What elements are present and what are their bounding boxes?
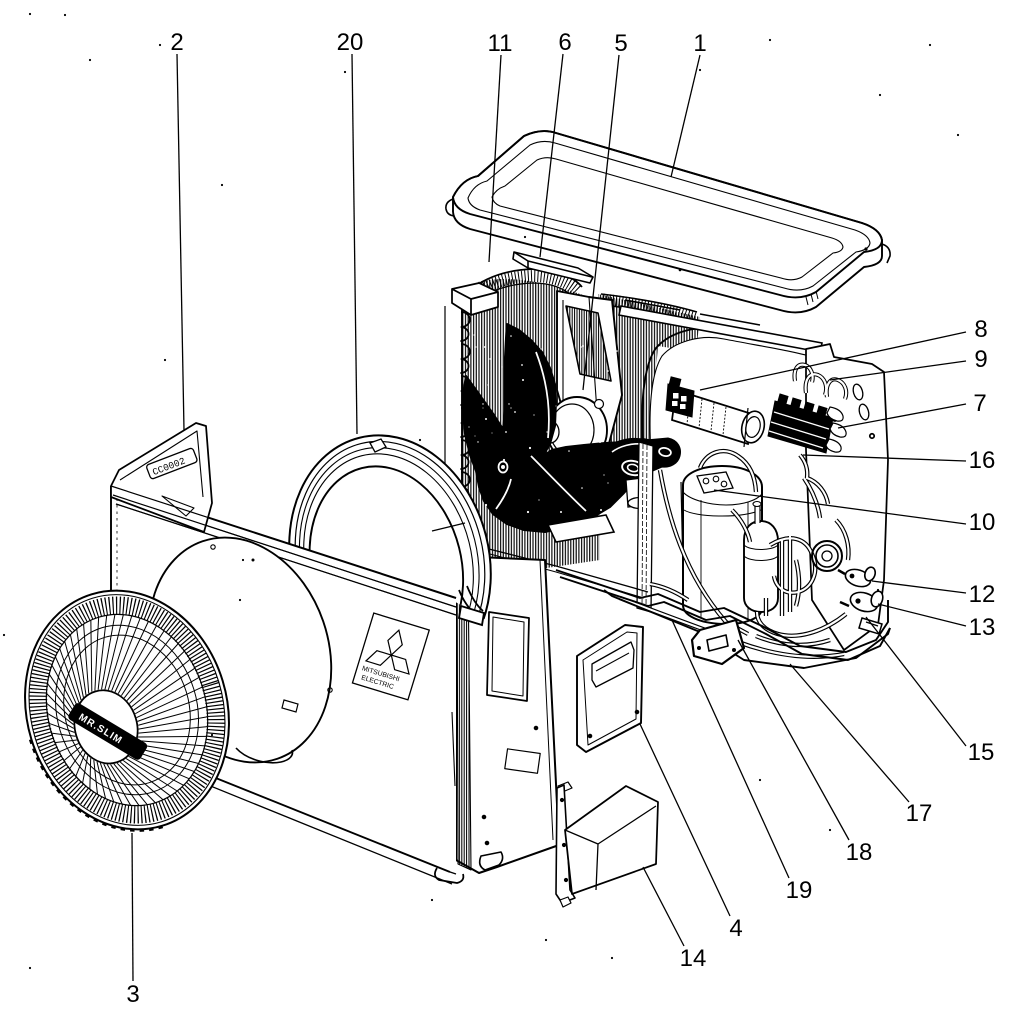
svg-text:2: 2 — [170, 29, 183, 56]
svg-text:12: 12 — [969, 581, 996, 608]
svg-text:18: 18 — [846, 839, 873, 866]
svg-text:15: 15 — [968, 739, 995, 766]
svg-text:6: 6 — [558, 29, 571, 56]
svg-text:14: 14 — [680, 945, 707, 972]
svg-text:20: 20 — [337, 29, 364, 56]
svg-text:19: 19 — [786, 877, 813, 904]
svg-text:7: 7 — [973, 390, 986, 417]
svg-text:17: 17 — [906, 800, 933, 827]
svg-text:8: 8 — [974, 316, 987, 343]
svg-text:10: 10 — [969, 509, 996, 536]
svg-text:11: 11 — [488, 30, 513, 57]
svg-text:5: 5 — [614, 30, 627, 57]
svg-text:9: 9 — [974, 346, 987, 373]
svg-text:3: 3 — [126, 981, 139, 1008]
svg-text:4: 4 — [729, 915, 742, 942]
svg-text:16: 16 — [969, 447, 996, 474]
svg-text:13: 13 — [969, 614, 996, 641]
svg-text:1: 1 — [693, 30, 706, 57]
